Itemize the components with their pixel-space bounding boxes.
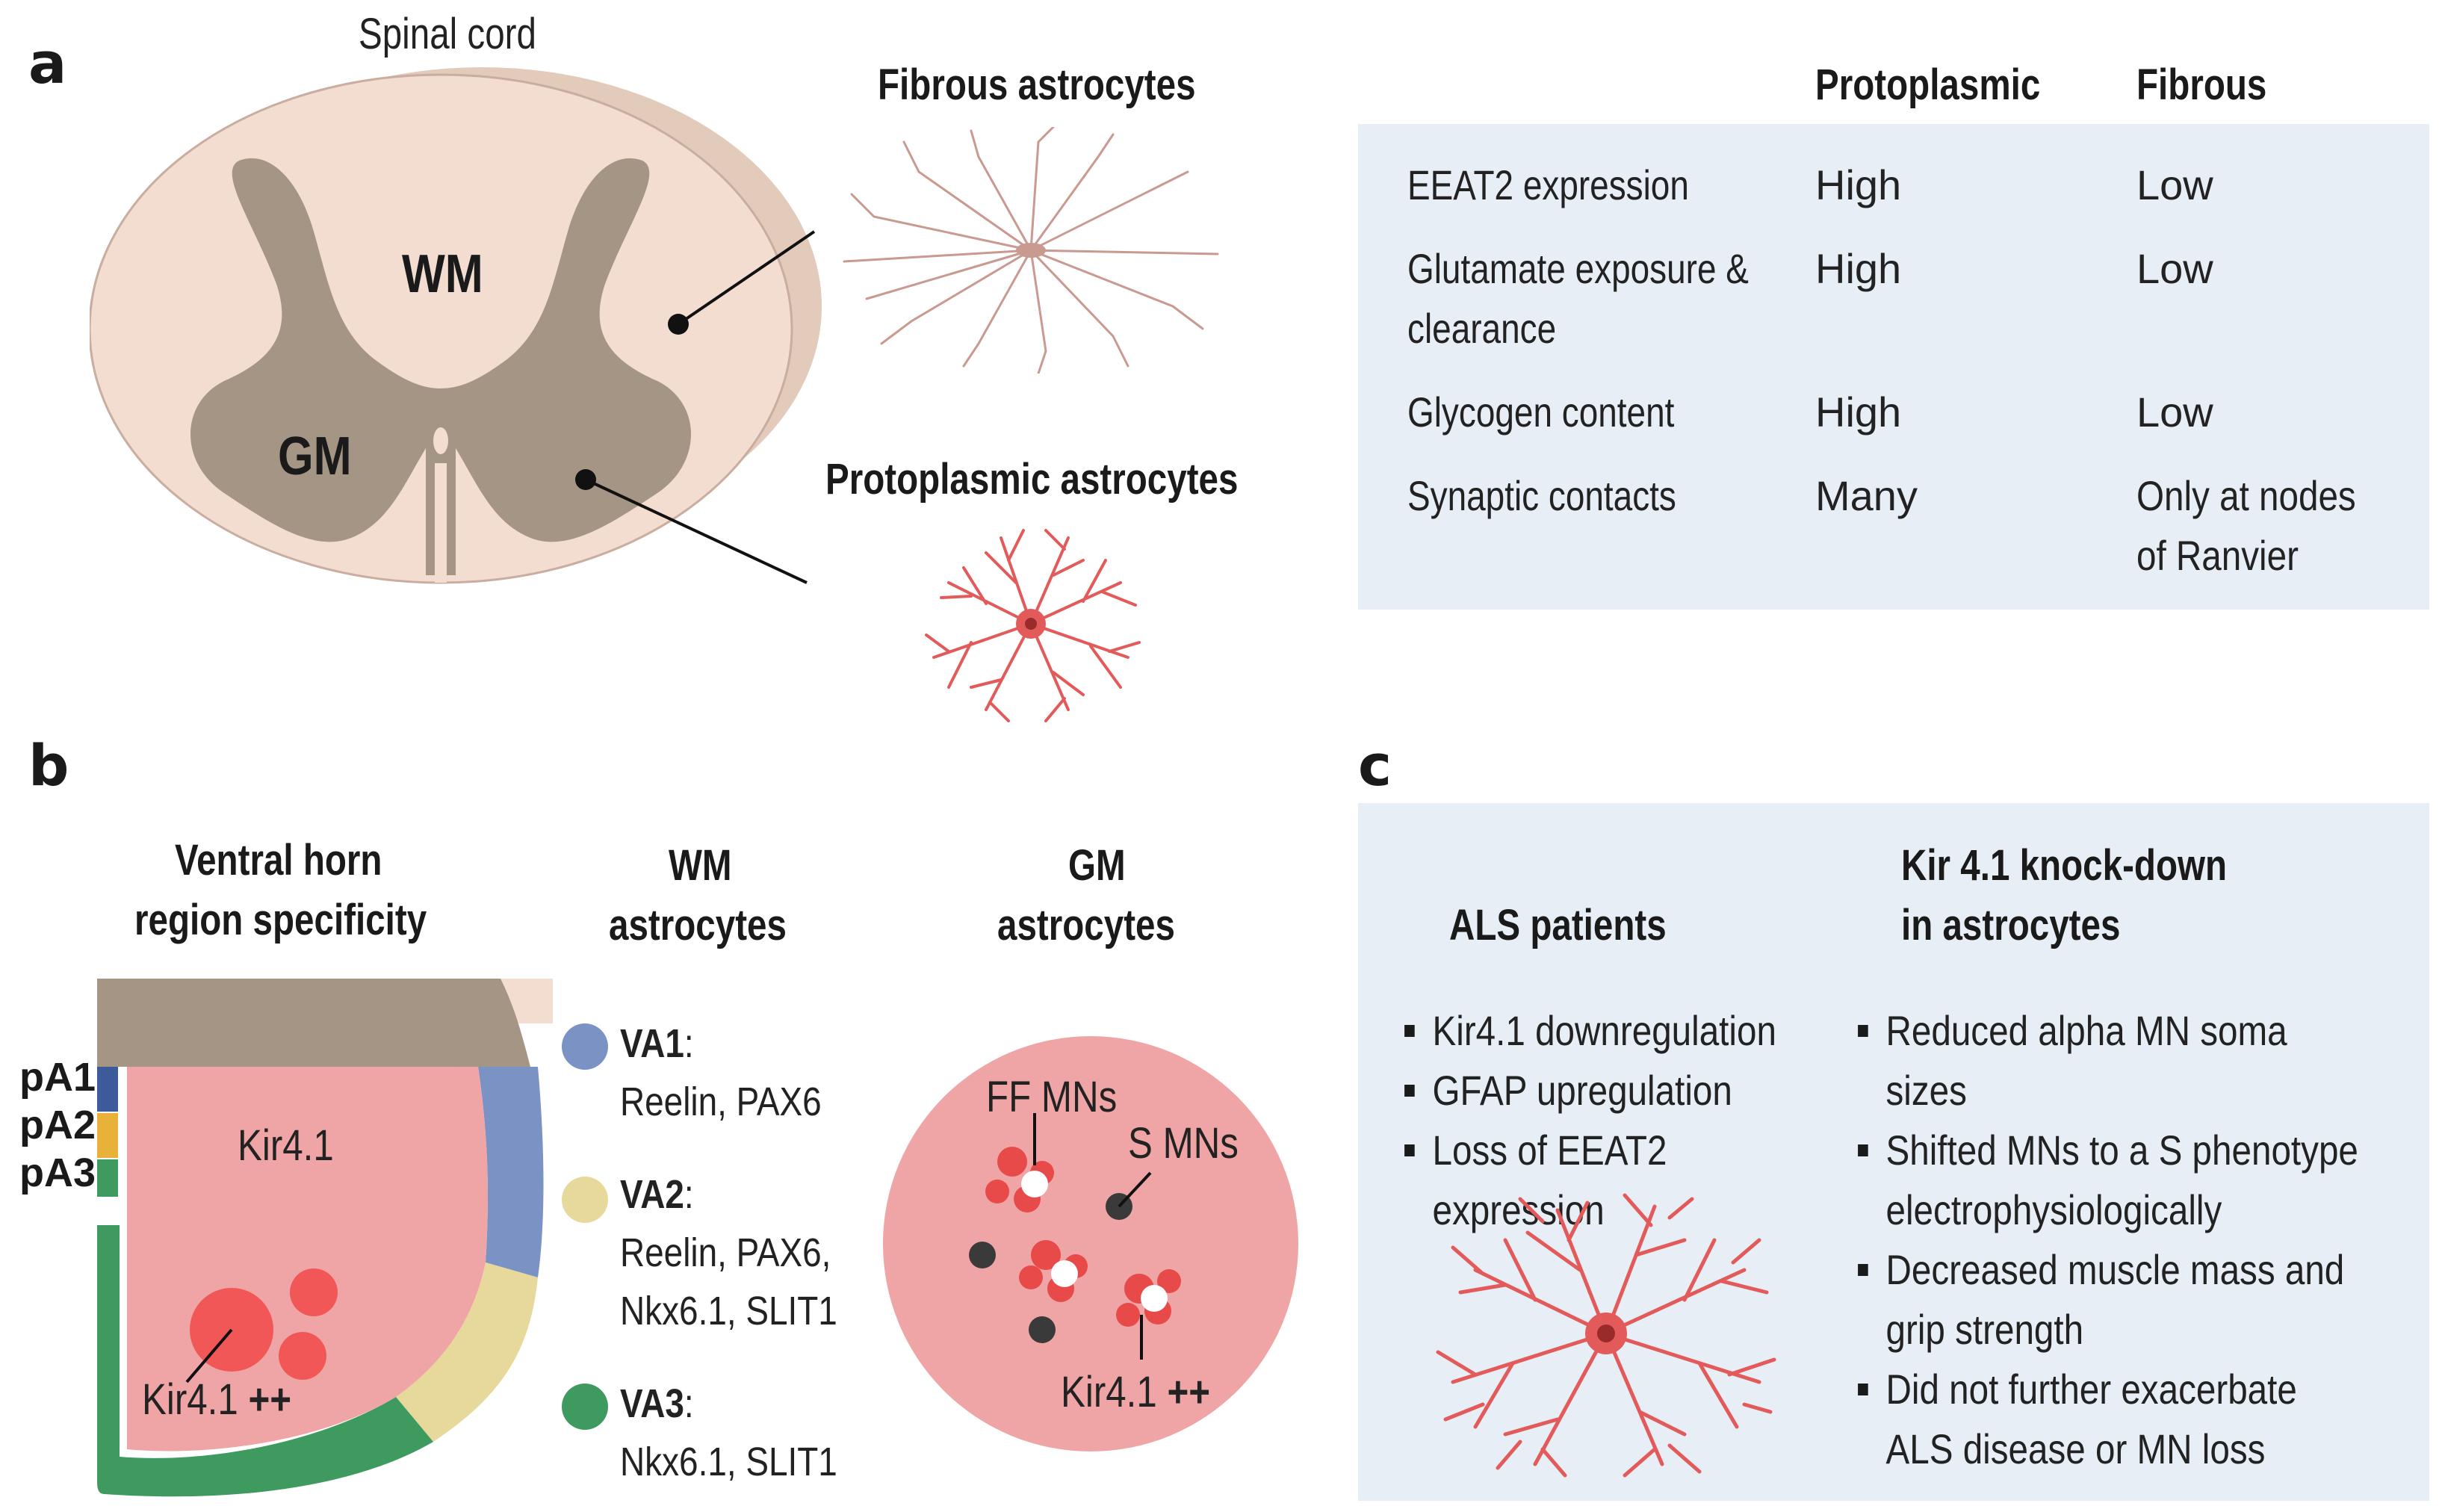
gm-astrocytes-circle — [883, 1036, 1298, 1451]
panel-c-box — [1358, 803, 2429, 1501]
s-mn-pointer — [1118, 1171, 1152, 1208]
gm-astrocytes-title-1: GM — [1068, 841, 1126, 890]
wm-astrocytes-title-1: WM — [669, 841, 732, 890]
wm-label: WM — [402, 244, 483, 304]
table-row-feature: Synaptic contacts — [1407, 472, 1676, 519]
table-row-protoplasmic: High — [1815, 388, 1902, 436]
pa2-label: pA2 — [19, 1103, 96, 1147]
gm-astrocytes-title-2: astrocytes — [997, 901, 1175, 949]
gm-pointer-line — [585, 478, 808, 584]
table-row-fibrous: Low — [2136, 161, 2213, 208]
kir-knockdown-findings-list: Reduced alpha MN soma sizes Shifted MNs … — [1854, 1001, 2362, 1479]
kir-knockdown-title-1: Kir 4.1 knock-down — [1901, 841, 2228, 890]
s-mns-label: S MNs — [1128, 1119, 1239, 1168]
gm-kir41-label: Kir4.1 ++ — [1061, 1368, 1211, 1416]
fibrous-astrocyte-icon — [843, 127, 1219, 374]
spinal-cord-diagram — [90, 67, 822, 584]
list-item: Decreased muscle mass and grip strength — [1854, 1240, 2362, 1360]
pa3-stripe — [97, 1159, 118, 1197]
list-item: Reduced alpha MN soma sizes — [1854, 1001, 2362, 1121]
table-row-feature: Glutamate exposure & clearance — [1407, 245, 1749, 352]
ff-mn-cluster — [1116, 1269, 1181, 1327]
als-findings-list: Kir4.1 downregulation GFAP upregulation … — [1401, 1001, 1807, 1240]
table-row-fibrous: Low — [2136, 388, 2213, 436]
wm-astrocytes-title-2: astrocytes — [609, 901, 787, 949]
list-item: Shifted MNs to a S phenotype electrophys… — [1854, 1121, 2362, 1240]
pa1-label: pA1 — [19, 1055, 96, 1100]
pa2-stripe — [97, 1113, 118, 1158]
ff-mn-cluster — [985, 1147, 1054, 1212]
va1-dot — [562, 1023, 608, 1070]
gray-matter — [190, 158, 691, 575]
table-row-feature: EEAT2 expression — [1407, 161, 1689, 208]
ventral-horn-diagram — [97, 979, 553, 1497]
va2-region — [396, 1262, 538, 1442]
va1-region — [478, 1067, 544, 1277]
fibrous-astrocytes-title: Fibrous astrocytes — [878, 61, 1196, 109]
protoplasmic-astrocyte-icon — [925, 529, 1141, 722]
col-header-fibrous: Fibrous — [2136, 61, 2267, 109]
va1-item: VA1:Reelin, PAX6 — [620, 1021, 822, 1124]
panel-b-letter: b — [28, 732, 69, 799]
comparison-table — [1358, 124, 2429, 610]
pa3-label: pA3 — [19, 1150, 96, 1195]
table-row-protoplasmic: High — [1815, 161, 1902, 208]
wm-pointer-line — [677, 230, 816, 326]
panel-c-letter: c — [1358, 732, 1392, 799]
col-header-protoplasmic: Protoplasmic — [1815, 61, 2041, 109]
gm-region-circle — [883, 1036, 1298, 1451]
als-patients-title: ALS patients — [1449, 901, 1667, 949]
va3-item: VA3:Nkx6.1, SLIT1 — [620, 1381, 837, 1484]
table-row-fibrous: Low — [2136, 245, 2213, 292]
table-row-fibrous: Only at nodes of Ranvier — [2136, 472, 2356, 579]
list-item: Kir4.1 downregulation — [1401, 1001, 1807, 1061]
ventral-horn-title-2: region specificity — [134, 896, 427, 944]
kir-hotspot-small — [279, 1332, 326, 1380]
panel-a-letter: a — [28, 30, 67, 96]
ff-mn-cluster — [1019, 1240, 1088, 1302]
va2-dot — [562, 1177, 608, 1223]
table-row-feature: Glycogen content — [1407, 388, 1675, 436]
kir-hotspot-small — [290, 1268, 338, 1316]
va3-region — [97, 1225, 433, 1497]
kir-knockdown-title-2: in astrocytes — [1901, 901, 2121, 949]
median-fissure — [435, 463, 447, 583]
list-item: GFAP upregulation — [1401, 1061, 1807, 1121]
spinal-cord-label: Spinal cord — [359, 10, 536, 58]
protoplasmic-astrocytes-title: Protoplasmic astrocytes — [825, 455, 1239, 504]
gray-band — [97, 979, 456, 1067]
s-mn — [969, 1242, 996, 1268]
kir41-region-label: Kir4.1 — [238, 1121, 334, 1170]
list-item: Did not further exacerbate ALS disease o… — [1854, 1360, 2362, 1479]
kir-pointer-line — [185, 1328, 233, 1384]
table-row-protoplasmic: Many — [1815, 472, 1918, 519]
va3-dot — [562, 1384, 608, 1430]
va2-item: VA2:Reelin, PAX6,Nkx6.1, SLIT1 — [620, 1172, 837, 1333]
pa1-stripe — [97, 1067, 118, 1112]
ventral-horn-title-1: Ventral horn — [175, 836, 382, 884]
s-mn — [1029, 1316, 1056, 1343]
kir41-pp-label: Kir4.1 ++ — [142, 1375, 292, 1424]
table-row-protoplasmic: High — [1815, 245, 1902, 292]
reactive-astrocyte-icon — [1436, 1193, 1776, 1478]
central-canal — [433, 427, 448, 454]
ff-mns-label: FF MNs — [986, 1073, 1118, 1121]
gm-label: GM — [278, 427, 352, 486]
